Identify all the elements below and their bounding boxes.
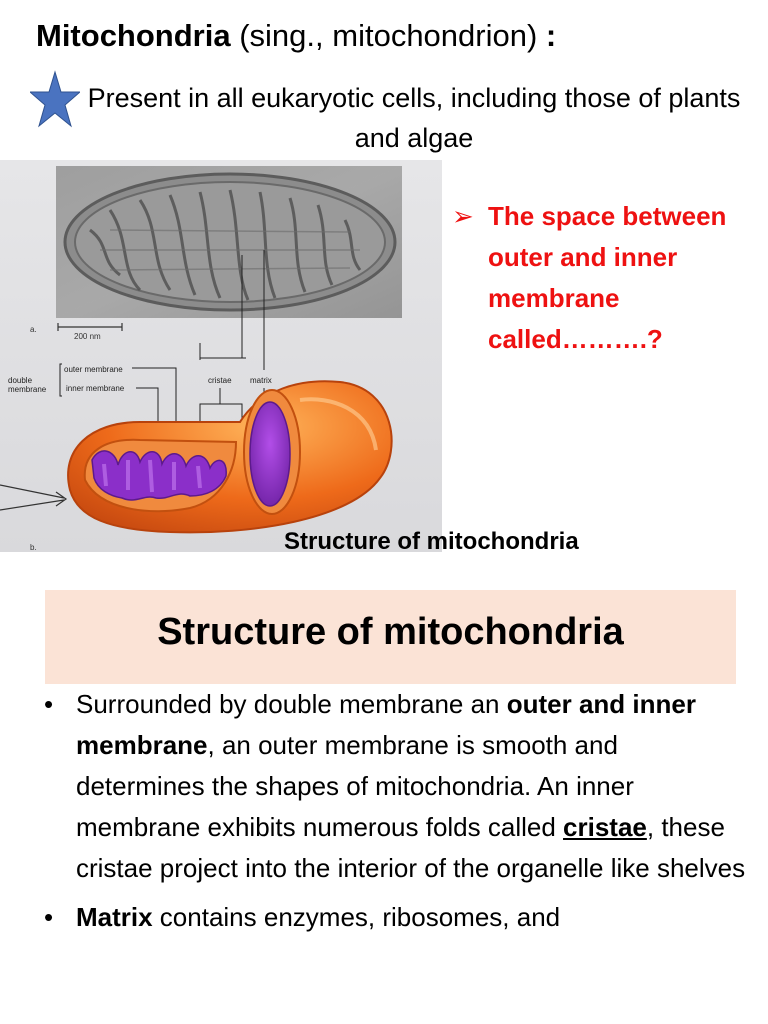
section-header-band [45,590,736,684]
mitochondrion-illustration [67,380,393,534]
pointer-arrow [0,484,68,511]
bullet-bold-text: Matrix [76,902,153,932]
title-main: Mitochondria [36,18,231,53]
bullet-text: , these cristae project into the interio… [76,812,746,883]
section-title: Structure of mitochondria [157,611,624,653]
outer-membrane-label: outer membrane [64,365,123,374]
figure-caption: Structure of mitochondria [284,528,579,555]
micrograph-image [56,166,402,318]
scale-label: 200 nm [74,332,101,341]
question-block: ➢ The space between outer and inner memb… [452,196,768,360]
inner-membrane-label: inner membrane [66,384,125,393]
intro-text: Present in all eukaryotic cells, includi… [87,83,741,153]
label-b: b. [30,543,37,552]
question-text: The space between outer and inner membra… [488,201,727,354]
mitochondria-figure: a. 200 nm outer membrane inner membrane … [0,160,442,552]
bullet-text: , an outer membrane is smooth and determ… [76,730,634,842]
bullet-text: Surrounded by double membrane an [76,689,507,719]
title-colon: : [545,18,557,53]
label-a: a. [30,325,37,334]
arrow-bullet-icon: ➢ [452,201,474,231]
double-label: double [8,376,33,385]
bullet-underlined-term: cristae [563,812,647,842]
bullet-item-matrix: • Matrix contains enzymes, ribosomes, and [44,897,748,938]
bullet-list: • Surrounded by double membrane an outer … [44,684,748,938]
matrix-label: matrix [250,376,272,385]
page-title: Mitochondria (sing., mitochondrion) : [36,18,556,54]
bullet-dot: • [44,689,54,719]
bullet-item-membranes: • Surrounded by double membrane an outer … [44,684,748,889]
cristae-label: cristae [208,376,232,385]
bullet-dot: • [44,902,54,932]
bullet-bold-text: outer and inner membrane [76,689,696,760]
title-rest: (sing., mitochondrion) [230,18,546,53]
bullet-text: contains enzymes, ribosomes, and [152,902,561,932]
star-icon [30,70,80,128]
membrane-label: membrane [8,385,47,394]
